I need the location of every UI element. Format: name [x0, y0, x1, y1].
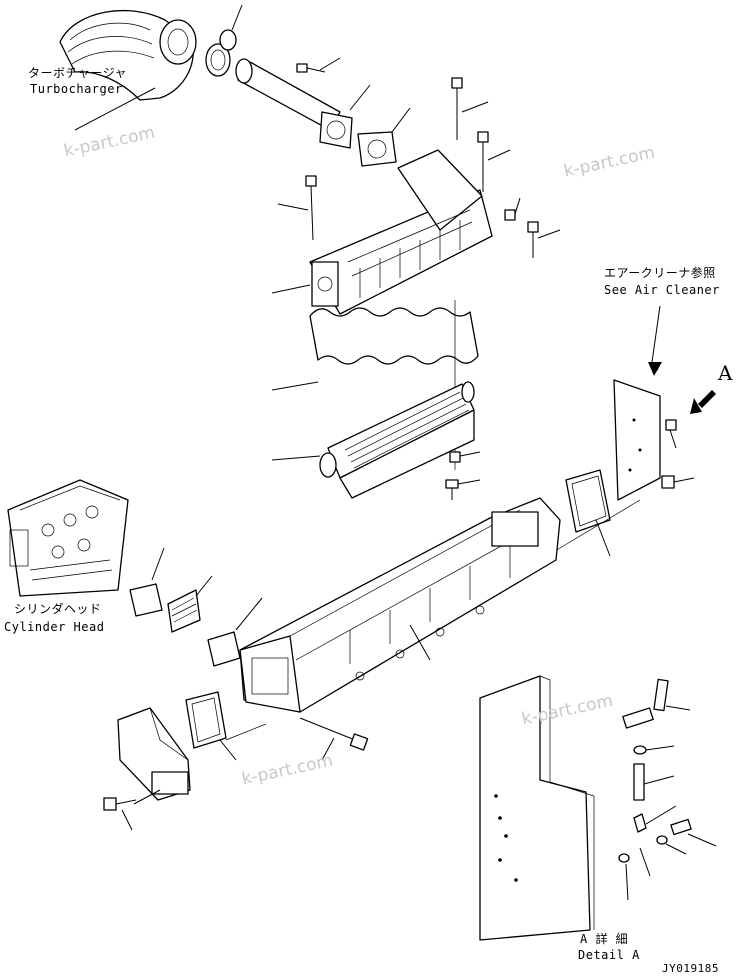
cylinder-head-part [7, 479, 129, 597]
drawing-code: JY019185 [662, 962, 719, 975]
air-cleaner-label-en: See Air Cleaner [604, 283, 720, 297]
air-cleaner-label-jp: エアークリーナ参照 [604, 266, 716, 280]
turbocharger-part [59, 9, 197, 131]
manifold-cover-part [271, 149, 493, 315]
square-gasket-part [185, 691, 267, 761]
hose-clamp-part [205, 4, 243, 77]
gasket-part [357, 107, 411, 167]
cover-plate-gasket-part [539, 469, 641, 561]
intake-manifold-part [239, 497, 561, 713]
wavy-gasket-part [271, 300, 479, 470]
long-bolt-part [277, 77, 511, 241]
air-cleaner-bracket-part [613, 305, 695, 501]
view-arrow-A [690, 390, 716, 414]
connecting-tube-part [235, 58, 371, 149]
detail-a-label-en: Detail A [578, 948, 640, 962]
turbocharger-label-en: Turbocharger [30, 82, 123, 96]
cylinder-head-label-jp: シリンダヘッド [14, 602, 102, 616]
aftercooler-core-part [271, 381, 481, 500]
view-arrow-label: A [718, 361, 733, 385]
heater-housing-part [103, 707, 191, 831]
detail-a-bracket-part [479, 675, 595, 941]
detail-a-label-jp: A 詳 細 [580, 932, 629, 946]
detail-a-fittings [618, 678, 717, 901]
nut-part [504, 197, 561, 258]
turbocharger-label-jp: ターボチャージャ [28, 66, 128, 80]
manifold-bolt-part [299, 717, 369, 761]
bolt-part [296, 57, 341, 73]
cylinder-head-label-en: Cylinder Head [4, 620, 105, 634]
